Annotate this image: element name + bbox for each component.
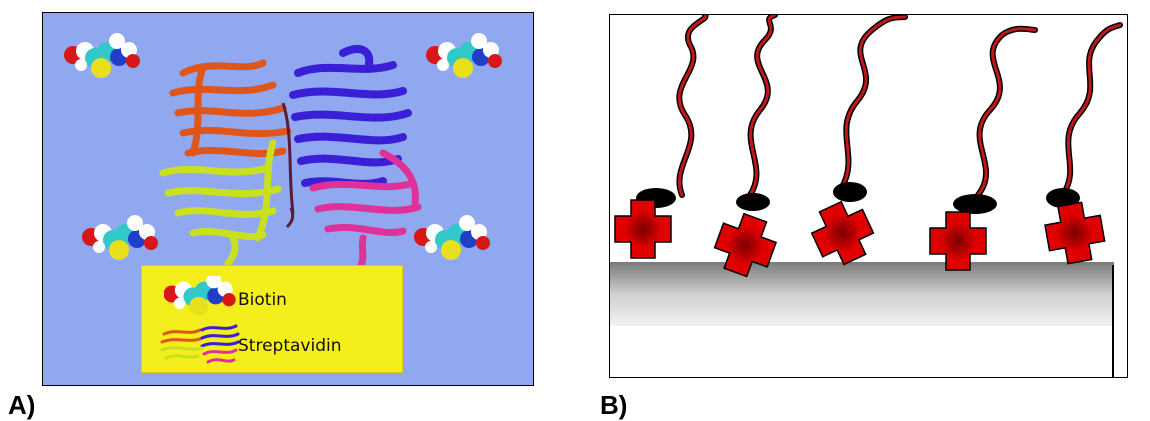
- streptavidin-protein-1: [614, 199, 672, 259]
- surface-binding-schematic: [610, 15, 1123, 377]
- ribbon-protein-icon: [160, 324, 240, 364]
- subunit-orange: [169, 59, 292, 158]
- substrate-surface: [610, 262, 1114, 326]
- legend-row-biotin: Biotin: [142, 270, 402, 320]
- legend-row-streptavidin: Streptavidin: [142, 320, 402, 370]
- biotin-molecule-top-right: [426, 33, 502, 78]
- biotin-molecule-bottom-left: [82, 215, 158, 260]
- panel-label-b: B): [600, 390, 628, 420]
- biotin-cap-5: [1046, 188, 1080, 208]
- biotin-cap-3: [833, 182, 867, 202]
- legend-label-biotin: Biotin: [238, 290, 287, 310]
- biotin-cap-2: [736, 193, 770, 211]
- biotin-molecule-top-left: [64, 33, 140, 78]
- biotin-molecule-bottom-right: [414, 215, 490, 260]
- streptavidin-ribbon-illustration: [64, 33, 502, 269]
- panel-b-surface-immobilization: [609, 14, 1128, 378]
- linker-chains: [676, 15, 1123, 198]
- panel-label-a: A): [8, 390, 36, 420]
- subunit-green: [159, 139, 282, 267]
- core-strands: [281, 102, 295, 229]
- biotin-cap-4: [953, 194, 997, 214]
- streptavidin-protein-3: [804, 194, 881, 272]
- biotin-caps: [636, 182, 1080, 214]
- subunit-magenta: [309, 149, 422, 269]
- panel-a-streptavidin-biotin: Biotin Streptavidin: [42, 12, 534, 386]
- streptavidin-protein-5: [1041, 198, 1109, 268]
- streptavidin-protein-4: [929, 211, 987, 271]
- subunit-blue: [289, 45, 412, 188]
- legend-box: Biotin Streptavidin: [141, 265, 403, 373]
- legend-label-streptavidin: Streptavidin: [238, 336, 342, 356]
